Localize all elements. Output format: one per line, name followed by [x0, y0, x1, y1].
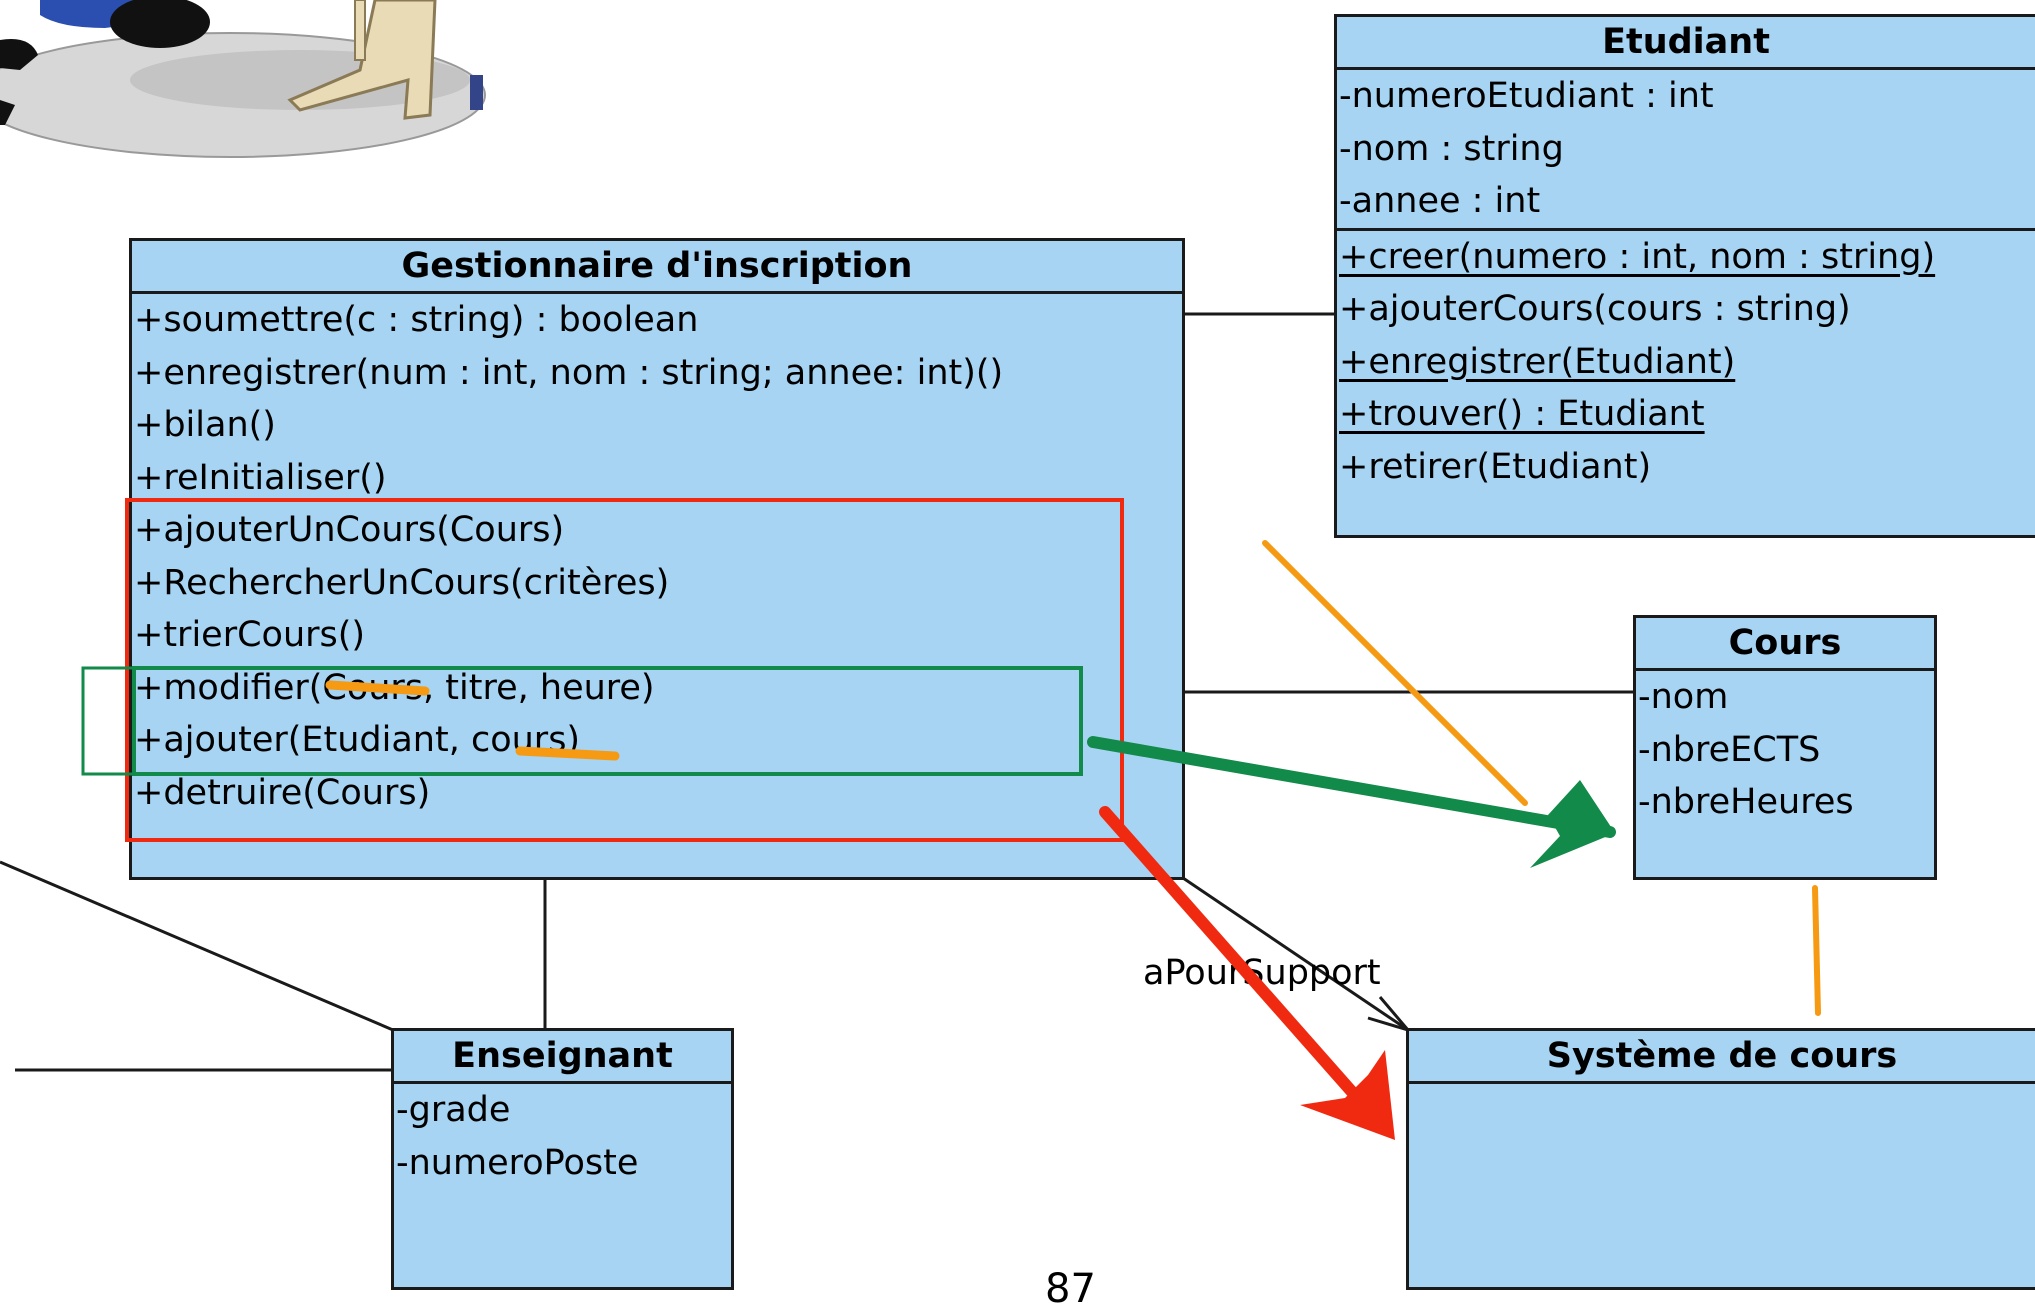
assoc-left-enseignant-diagonal: [0, 860, 394, 1032]
method-row: +trierCours(): [134, 615, 366, 655]
class-cours[interactable]: Cours -nom -nbreECTS -nbreHeures: [1633, 615, 1937, 880]
assoc-gestionnaire-systeme: [1182, 876, 1409, 1032]
orange-vertical-line: [1812, 885, 1821, 1016]
method-row: +enregistrer(num : int, nom : string; an…: [134, 352, 1004, 393]
method-row: +ajouterCours(cours : string): [1339, 289, 1851, 329]
method-row: +creer(numero : int, nom : string): [1337, 231, 2035, 284]
method-row: +RechercherUnCours(critères): [134, 562, 670, 603]
red-highlight-box: [125, 498, 1124, 842]
method-text-static: +enregistrer(Etudiant): [1339, 341, 1736, 382]
method-row: +ajouter(Etudiant, cours): [134, 720, 581, 760]
red-arrow-shaft: [1099, 806, 1381, 1124]
clipart-rim: [470, 75, 483, 110]
red-arrowhead: [1300, 1050, 1395, 1140]
green-highlight-box-inner: [132, 666, 1083, 776]
method-row: +reInitialiser(): [134, 457, 387, 498]
clipart-figure-shoe: [110, 0, 210, 48]
class-title: Enseignant: [394, 1031, 731, 1084]
method-row: +bilan(): [134, 405, 276, 445]
attributes-section: -numeroEtudiant : int -nom : string -ann…: [1337, 70, 2035, 231]
method-row: +enregistrer(Etudiant): [1337, 336, 2035, 389]
attribute-row: -nbreHeures: [1638, 782, 1854, 822]
clipart-figure-hand: [0, 100, 15, 125]
method-text-static: +trouver() : Etudiant: [1339, 394, 1705, 434]
green-arrowhead: [1530, 780, 1615, 868]
class-systeme-de-cours[interactable]: Système de cours: [1406, 1028, 2035, 1290]
method-row: +ajouterUnCours(Cours): [134, 510, 565, 550]
orange-diagonal-line: [1262, 540, 1528, 806]
class-title: Système de cours: [1409, 1031, 2035, 1084]
class-title: Cours: [1636, 618, 1934, 671]
method-row: +detruire(Cours): [134, 772, 431, 813]
attribute-row: -nom: [1638, 677, 1729, 717]
method-row: +soumettre(c : string) : boolean: [134, 300, 699, 340]
method-row: +trouver() : Etudiant: [1337, 388, 2035, 441]
attribute-row: -grade: [396, 1090, 511, 1130]
clipart-easel-leg: [354, 0, 366, 61]
attribute-row: -numeroEtudiant : int: [1339, 76, 1714, 116]
orange-strike-cours: [325, 680, 430, 696]
methods-section: +creer(numero : int, nom : string) +ajou…: [1337, 231, 2035, 494]
class-title: Etudiant: [1337, 17, 2035, 70]
orange-strike-cours-2: [515, 746, 620, 761]
method-text-static: +creer(numero : int, nom : string): [1339, 236, 1936, 277]
attributes-section: -grade -numeroPoste: [394, 1084, 731, 1189]
method-row: +retirer(Etudiant): [1339, 446, 1652, 487]
methods-section: +soumettre(c : string) : boolean +enregi…: [132, 294, 1182, 819]
class-title: Gestionnaire d'inscription: [132, 241, 1182, 294]
class-enseignant[interactable]: Enseignant -grade -numeroPoste: [391, 1028, 734, 1290]
attribute-row: -nom : string: [1339, 128, 1564, 169]
attributes-section: -nom -nbreECTS -nbreHeures: [1636, 671, 1934, 829]
attribute-row: -annee : int: [1339, 181, 1541, 221]
attribute-row: -nbreECTS: [1638, 729, 1821, 770]
class-etudiant[interactable]: Etudiant -numeroEtudiant : int -nom : st…: [1334, 14, 2035, 538]
attribute-row: -numeroPoste: [396, 1142, 639, 1183]
green-arrow-shaft: [1087, 736, 1616, 838]
clipart-figure-arm: [0, 39, 38, 70]
